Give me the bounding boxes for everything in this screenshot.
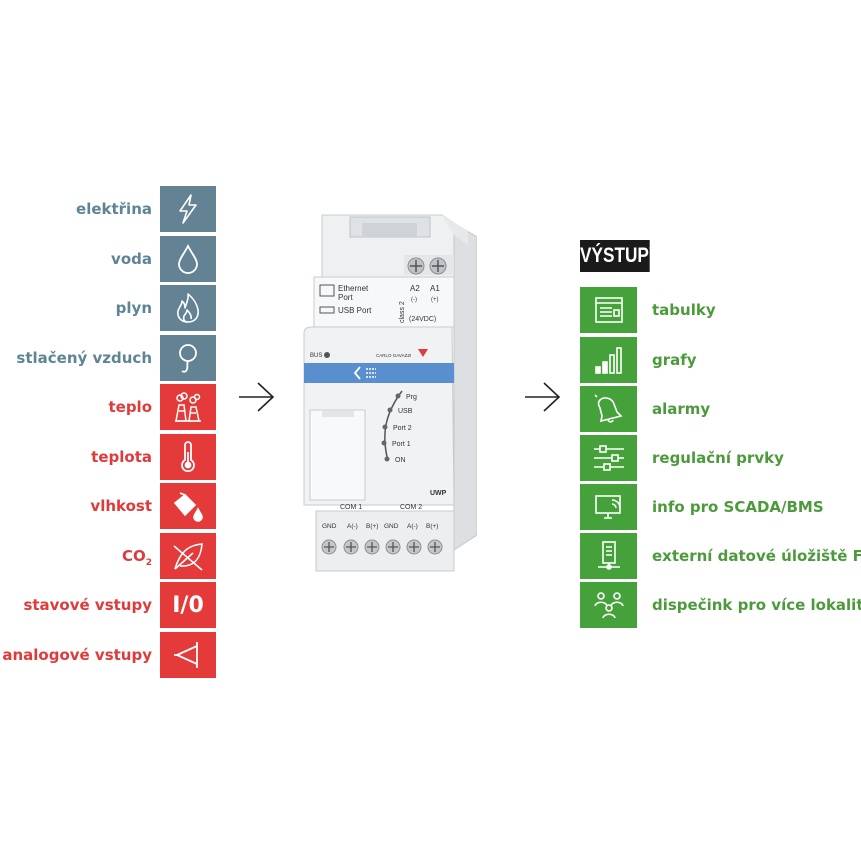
led-label: ON: [395, 457, 406, 464]
led-label: Port 2: [393, 425, 412, 432]
input-label: teplo: [108, 398, 152, 416]
monitor-signal-icon: [580, 484, 637, 530]
input-label: plyn: [115, 299, 152, 317]
ethernet-label: Ethernet: [338, 284, 369, 293]
output-label: grafy: [652, 351, 697, 369]
input-label: teplota: [91, 448, 152, 466]
input-label: voda: [111, 250, 152, 268]
output-row: info pro SCADA/BMS: [580, 484, 860, 530]
terminal-label: GND: [384, 523, 399, 530]
people-network-icon: [580, 582, 637, 628]
output-row: alarmy: [580, 386, 860, 432]
input-row: CO2: [0, 533, 218, 579]
io-icon: I/0: [160, 582, 216, 628]
heat-plant-icon: [160, 384, 216, 430]
output-label: alarmy: [652, 400, 711, 418]
table-icon: [580, 287, 637, 333]
output-row: regulační prvky: [580, 435, 860, 481]
sliders-icon: [580, 435, 637, 481]
output-row: grafy: [580, 337, 860, 383]
input-label: analogové vstupy: [2, 646, 152, 664]
lightning-icon: [160, 186, 216, 232]
output-label: regulační prvky: [652, 449, 784, 467]
bell-icon: [580, 386, 637, 432]
voltage-label: (24VDC): [409, 316, 436, 323]
terminal-label: B(+): [426, 523, 438, 530]
input-row: plyn: [0, 285, 218, 331]
output-label: dispečink pro více lokalit: [652, 596, 861, 614]
arrow-right-icon: [525, 382, 561, 412]
input-label: CO2: [121, 547, 152, 568]
input-row: stavové vstupy I/0: [0, 582, 218, 628]
plus-label: (+): [431, 297, 439, 303]
input-row: teplota: [0, 434, 218, 480]
input-label: stlačený vzduch: [16, 349, 152, 367]
port-label: Port: [338, 293, 353, 302]
terminal-label: GND: [322, 523, 337, 530]
model-label: UWP: [430, 490, 447, 497]
input-row: analogové vstupy: [0, 632, 218, 678]
input-row: elektřina: [0, 186, 218, 232]
output-label: externí datové úložiště FTP: [652, 547, 861, 565]
terminal-label: B(+): [366, 523, 378, 530]
thermometer-icon: [160, 434, 216, 480]
leaf-icon: [160, 533, 216, 579]
outputs-title: VÝSTUPY: [580, 240, 660, 272]
input-row: voda: [0, 236, 218, 282]
com2-label: COM 2: [400, 504, 422, 511]
output-row: dispečink pro více lokalit: [580, 582, 861, 628]
water-drop-icon: [160, 236, 216, 282]
output-row: tabulky: [580, 287, 860, 333]
output-row: externí datové úložiště FTP: [580, 533, 861, 579]
terminal-label: A(-): [347, 523, 358, 530]
analog-signal-icon: [160, 632, 216, 678]
led-label: USB: [398, 408, 413, 415]
usb-port-label: USB Port: [338, 306, 372, 315]
bar-chart-icon: [580, 337, 637, 383]
compressed-air-icon: [160, 335, 216, 381]
bus-label: BUS: [310, 353, 322, 359]
uwp-controller-device: Ethernet Port USB Port class 2 A2 A1 (-)…: [303, 214, 477, 572]
input-label: elektřina: [76, 200, 152, 218]
input-row: teplo: [0, 384, 218, 430]
input-label: vlhkost: [90, 497, 152, 515]
a2-label: A2: [410, 284, 420, 293]
com1-label: COM 1: [340, 504, 362, 511]
a1-label: A1: [430, 284, 440, 293]
led-label: Port 1: [392, 441, 411, 448]
output-label: info pro SCADA/BMS: [652, 498, 824, 516]
input-row: stlačený vzduch: [0, 335, 218, 381]
server-icon: [580, 533, 637, 579]
minus-label: (-): [411, 297, 417, 303]
input-label: stavové vstupy: [23, 596, 152, 614]
arrow-right-icon: [239, 382, 275, 412]
brand-label: CARLO GAVAZZI: [376, 353, 411, 358]
led-label: Prg: [406, 394, 417, 401]
input-row: vlhkost: [0, 483, 218, 529]
output-label: tabulky: [652, 301, 716, 319]
terminal-label: A(-): [407, 523, 418, 530]
flame-icon: [160, 285, 216, 331]
humidity-icon: [160, 483, 216, 529]
class-label: class 2: [399, 301, 406, 323]
